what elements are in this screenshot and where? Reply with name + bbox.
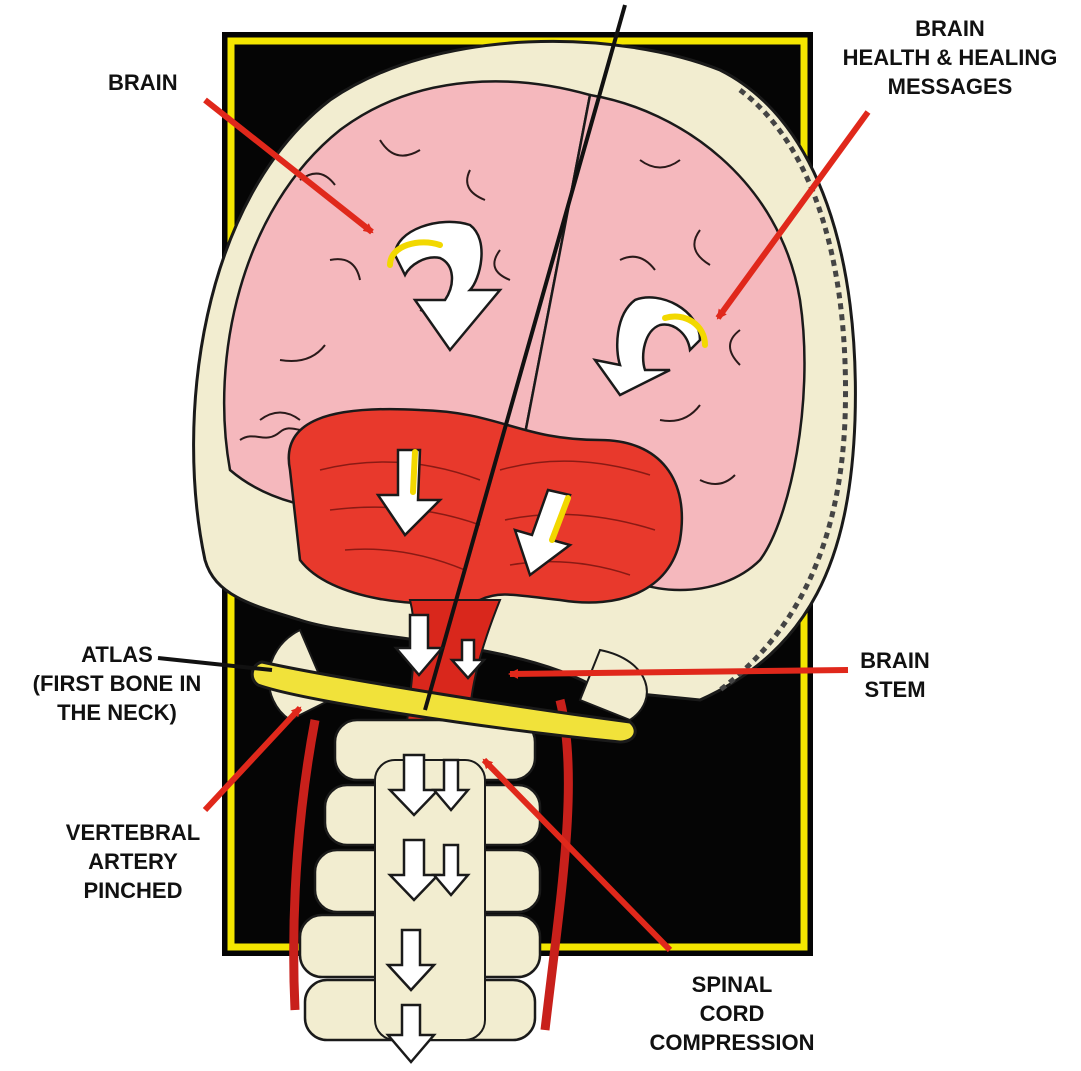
label-brain-stem: BRAIN STEM: [840, 646, 950, 704]
label-spinal-cord-compression: SPINAL CORD COMPRESSION: [632, 970, 832, 1057]
label-brain-health-messages: BRAIN HEALTH & HEALING MESSAGES: [830, 14, 1070, 101]
label-atlas: ATLAS (FIRST BONE IN THE NECK): [12, 640, 222, 727]
pointer-arrow-icon: [510, 670, 848, 674]
label-vertebral-artery: VERTEBRAL ARTERY PINCHED: [48, 818, 218, 905]
label-brain: BRAIN: [108, 68, 178, 97]
